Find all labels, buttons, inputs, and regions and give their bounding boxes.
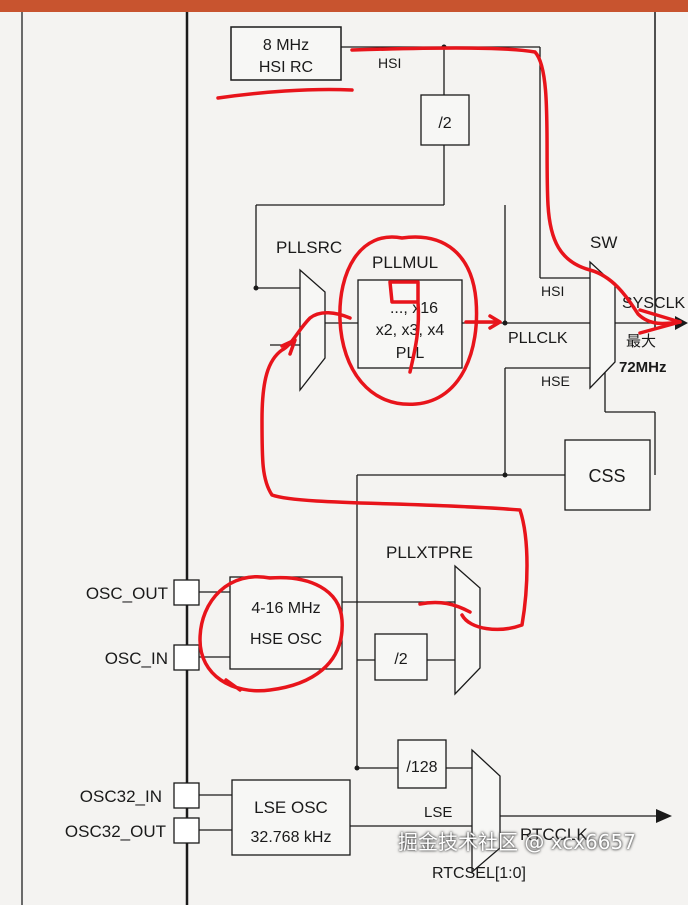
css-label: CSS bbox=[588, 466, 625, 486]
red-annotations bbox=[198, 46, 682, 693]
lse-osc-box bbox=[231, 779, 351, 856]
header-bar bbox=[0, 0, 688, 12]
sw-hse-input-label: HSE bbox=[541, 373, 570, 389]
osc-in-pin bbox=[173, 644, 200, 671]
div128-box bbox=[397, 739, 447, 789]
hsi-underline-annotation bbox=[216, 87, 354, 100]
hsi-to-sysclk-path-annotation bbox=[350, 46, 682, 326]
wires bbox=[199, 46, 668, 831]
hse-osc-box bbox=[229, 576, 343, 670]
pllsrc-arrow-annotation bbox=[280, 338, 297, 356]
rtcsel-mux bbox=[471, 748, 501, 874]
pll-circle-annotation bbox=[338, 235, 479, 406]
hse-osc-label: HSE OSC bbox=[250, 631, 322, 648]
sysclk-arrow-annotation bbox=[638, 308, 682, 335]
div2-top-box bbox=[420, 94, 470, 146]
pllclk-label: PLLCLK bbox=[508, 330, 568, 347]
hse-to-pll-path-annotation bbox=[260, 311, 529, 632]
sw-hsi-input-label: HSI bbox=[541, 283, 564, 299]
rtcsel-label: RTCSEL[1:0] bbox=[432, 865, 526, 882]
watermark-text: 掘金技术社区 @ xcx6657 bbox=[398, 830, 636, 854]
pll-box bbox=[357, 279, 463, 369]
pllxtpre-label: PLLXTPRE bbox=[386, 543, 473, 562]
rtcclk-label: RTCCLK bbox=[520, 825, 588, 844]
div2-top-label: /2 bbox=[438, 115, 451, 132]
div2-bottom-label: /2 bbox=[394, 651, 407, 668]
pllmul-label: PLLMUL bbox=[372, 253, 438, 272]
pll-label: PLL bbox=[396, 345, 425, 362]
lse-signal-label: LSE bbox=[424, 804, 452, 821]
lse-osc-label: LSE OSC bbox=[254, 798, 328, 817]
pll-mul-values: x2, x3, x4 bbox=[376, 322, 445, 339]
hse-circle-annotation bbox=[198, 575, 344, 693]
osc32-out-label: OSC32_OUT bbox=[65, 822, 166, 841]
hsi-rc-label: HSI RC bbox=[259, 59, 313, 76]
osc32-out-pin bbox=[173, 817, 200, 844]
hse-osc-freq: 4-16 MHz bbox=[251, 600, 320, 617]
pll-mul-mark-annotation bbox=[388, 280, 421, 374]
sysclk-freq-label: 72MHz bbox=[619, 359, 667, 376]
pll-output-arrow-annotation bbox=[464, 314, 502, 330]
osc32-in-label: OSC32_IN bbox=[80, 787, 162, 806]
osc32-in-pin bbox=[173, 782, 200, 809]
div2-bottom-box bbox=[374, 633, 428, 681]
osc-in-label: OSC_IN bbox=[105, 649, 168, 668]
lse-osc-freq: 32.768 kHz bbox=[251, 829, 332, 846]
div128-label: /128 bbox=[406, 759, 437, 776]
osc-out-pin bbox=[173, 579, 200, 606]
pll-mul-range: ..., x16 bbox=[390, 300, 438, 317]
hsi-rc-box bbox=[230, 26, 342, 81]
sysclk-max-label: 最大 bbox=[626, 333, 656, 350]
sysclk-arrow-icon bbox=[675, 316, 688, 330]
osc-out-label: OSC_OUT bbox=[86, 584, 168, 603]
pllsrc-label: PLLSRC bbox=[276, 238, 342, 257]
rtcclk-arrow-icon bbox=[656, 809, 672, 823]
hsi-signal-label: HSI bbox=[378, 55, 401, 71]
hse-out-annotation bbox=[418, 600, 472, 614]
pllxtpre-mux bbox=[454, 564, 481, 696]
sw-label: SW bbox=[590, 233, 617, 252]
sysclk-label: SYSCLK bbox=[622, 295, 685, 312]
css-box bbox=[564, 439, 651, 511]
hsi-rc-freq: 8 MHz bbox=[263, 37, 309, 54]
pllsrc-mux bbox=[299, 268, 326, 392]
